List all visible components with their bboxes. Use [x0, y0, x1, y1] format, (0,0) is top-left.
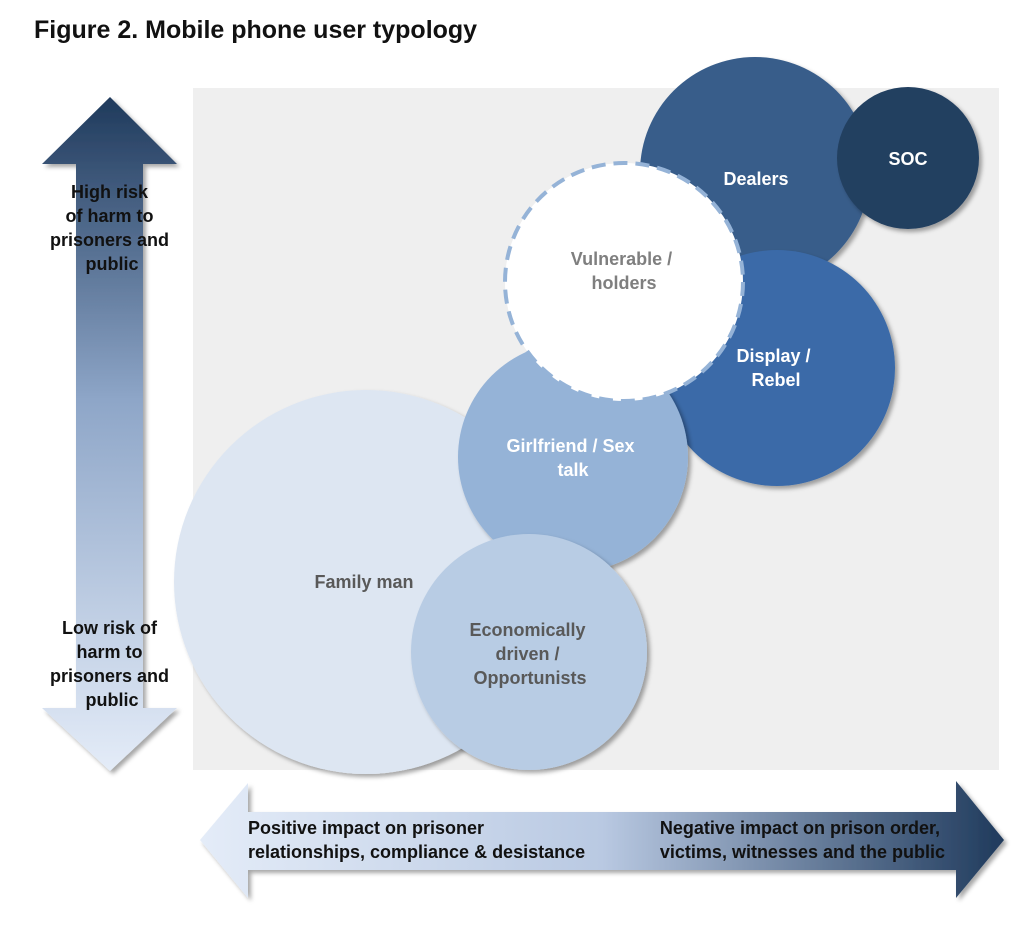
soc-circle [837, 87, 979, 229]
vulnerable-holders-circle [503, 161, 745, 403]
vulnerable-holders-label: Vulnerable / holders [571, 249, 677, 293]
horizontal-impact-arrow [200, 781, 1004, 898]
girlfriend-label: Girlfriend / Sex talk [506, 436, 639, 480]
high-risk-label: High risk of harm to prisoners and publi… [50, 182, 174, 274]
figure-title: Figure 2. Mobile phone user typology [34, 16, 478, 44]
economically-driven-circle [411, 534, 647, 770]
dealers-label: Dealers [723, 169, 788, 189]
vertical-risk-arrow [42, 97, 177, 771]
economically-driven-label: Economically driven / Opportunists [469, 620, 590, 688]
display-rebel-label: Display / Rebel [736, 346, 815, 390]
soc-label: SOC [888, 149, 927, 169]
positive-impact-label: Positive impact on prisoner relationship… [248, 818, 585, 862]
low-risk-label: Low risk of harm to prisoners and public [50, 618, 174, 710]
family-man-label: Family man [314, 572, 413, 592]
negative-impact-label: Negative impact on prison order, victims… [660, 818, 945, 862]
